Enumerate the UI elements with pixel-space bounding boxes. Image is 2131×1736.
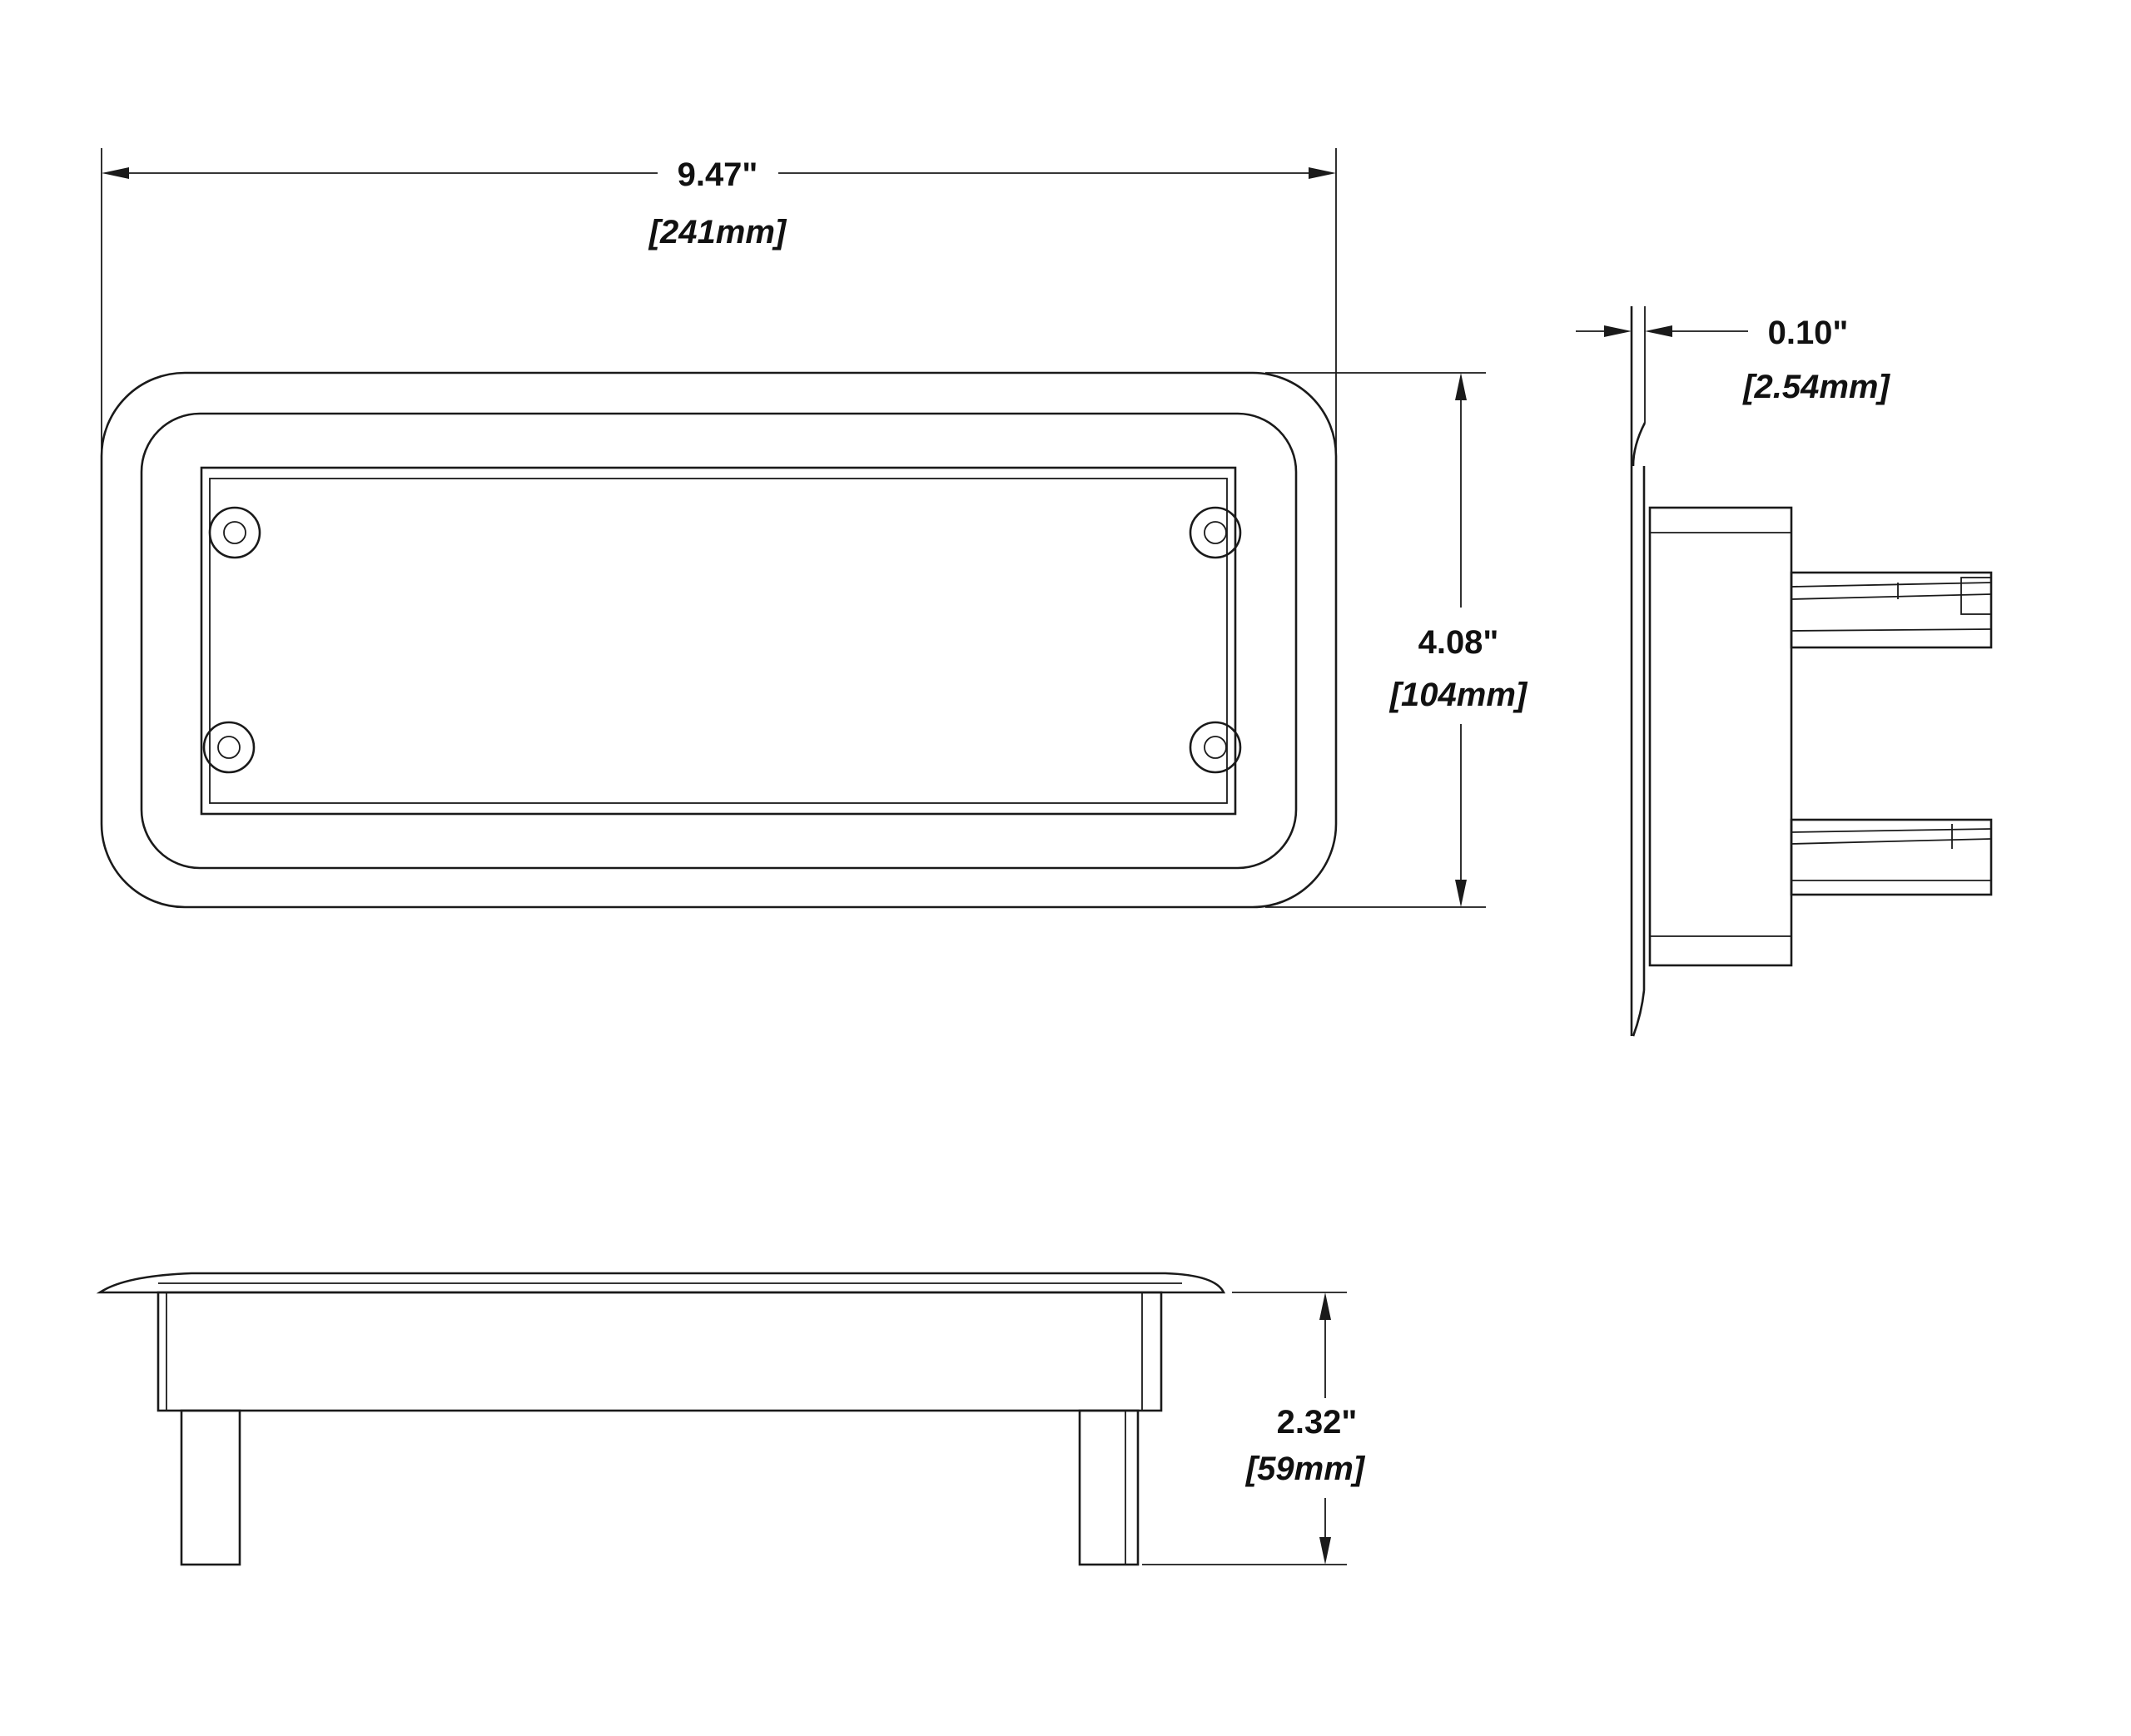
mounting-hole-bottom-right xyxy=(1189,721,1242,774)
height-inches-label: 4.08" xyxy=(1418,624,1499,661)
depth-inches-label: 2.32" xyxy=(1277,1404,1358,1441)
upper-connector xyxy=(1790,571,1993,649)
width-mm-label: [241mm] xyxy=(648,214,787,250)
height-dimension: 4.08" [104mm] xyxy=(1265,372,1528,908)
bottom-left-leg xyxy=(180,1409,241,1566)
depth-dimension: 2.32" [59mm] xyxy=(1142,1292,1366,1565)
mounting-hole-top-left xyxy=(208,506,261,559)
front-view xyxy=(100,371,1338,909)
bottom-view xyxy=(96,1272,1226,1566)
depth-mm-label: [59mm] xyxy=(1244,1451,1366,1487)
outer-flange-outline xyxy=(100,371,1338,909)
width-inches-label: 9.47" xyxy=(678,156,758,193)
mounting-hole-bottom-left xyxy=(202,721,256,774)
lower-connector xyxy=(1790,818,1993,896)
inner-flange-outline xyxy=(140,412,1298,870)
flange-thickness-inches-label: 0.10" xyxy=(1768,315,1849,351)
mounting-hole-top-right xyxy=(1189,506,1242,559)
side-view xyxy=(1630,306,1993,1037)
height-mm-label: [104mm] xyxy=(1388,677,1528,713)
side-body xyxy=(1648,506,1793,967)
flange-thickness-dimension: 0.10" [2.54mm] xyxy=(1576,315,1890,405)
panel-inner-rect xyxy=(209,478,1228,804)
width-dimension: 9.47" [241mm] xyxy=(101,148,1337,462)
bottom-flange xyxy=(96,1272,1226,1294)
panel-outer-rect xyxy=(200,466,1237,816)
bottom-right-leg xyxy=(1078,1409,1140,1566)
flange-thickness-mm-label: [2.54mm] xyxy=(1741,369,1890,405)
mounting-holes xyxy=(202,506,1242,774)
bottom-body xyxy=(156,1291,1163,1412)
